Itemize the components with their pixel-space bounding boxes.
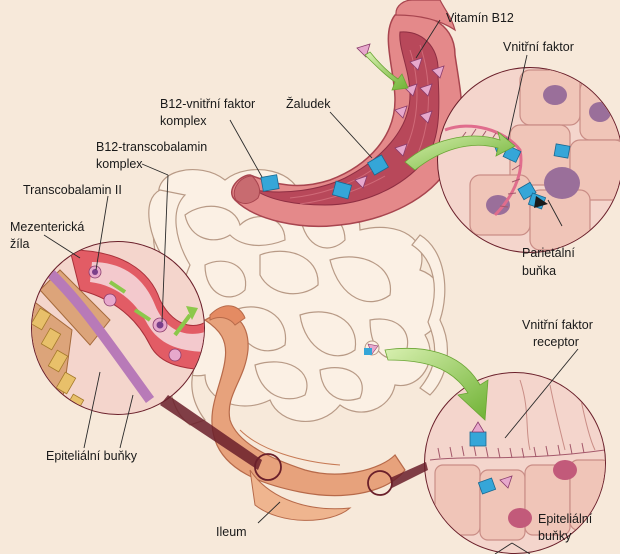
label-parietal-cell-line2: buňka	[522, 264, 556, 279]
label-stomach: Žaludek	[286, 97, 330, 112]
label-epithelial-cells-left: Epiteliální buňky	[46, 449, 137, 464]
parietal-cell-callout	[438, 68, 620, 252]
label-ileum: Ileum	[216, 525, 247, 540]
label-if-receptor-line2: receptor	[533, 335, 579, 350]
label-b12-tc-complex-line1: B12-transcobalamin	[96, 140, 207, 155]
label-epithelial-cells-right-line2: buňky	[538, 529, 571, 544]
label-parietal-cell-line1: Parietální	[522, 246, 575, 261]
label-intrinsic-factor: Vnitřní faktor	[503, 40, 574, 55]
label-vitamin-b12: Vitamín B12	[446, 11, 514, 26]
label-mesenteric-vein-line1: Mezenterická	[10, 220, 84, 235]
label-b12-if-complex-line1: B12-vnitřní faktor	[160, 97, 255, 112]
label-transcobalamin-ii: Transcobalamin II	[23, 183, 122, 198]
label-epithelial-cells-right-line1: Epiteliální	[538, 512, 592, 527]
label-b12-if-complex-line2: komplex	[160, 114, 207, 129]
label-mesenteric-vein-line2: žíla	[10, 237, 29, 252]
label-if-receptor-line1: Vnitřní faktor	[522, 318, 593, 333]
label-b12-tc-complex-line2: komplex	[96, 157, 143, 172]
